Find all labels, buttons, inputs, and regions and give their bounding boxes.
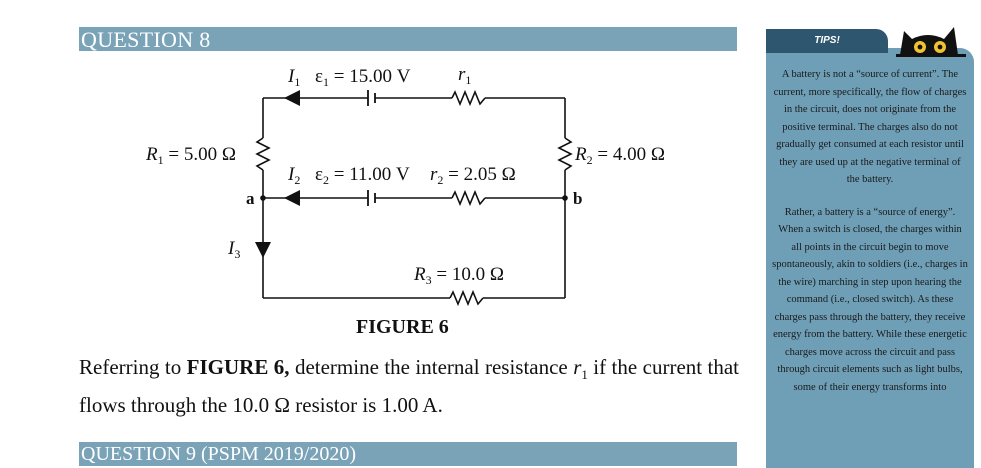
circuit-diagram: I1 ε1 = 15.00 V r1 R1 = 5.00 Ω R2 = 4.00… [145,64,665,307]
question-9-header: QUESTION 9 (PSPM 2019/2020) [79,442,737,466]
label-I2: I2 [287,164,300,187]
label-emf2: ε2 = 11.00 V [315,164,410,187]
resistor-r2 [451,189,486,207]
tips-paragraph-2: Rather, a battery is a “source of energy… [772,206,968,393]
label-I1: I1 [287,66,300,89]
figure-caption: FIGURE 6 [356,316,449,338]
resistor-R2 [557,137,573,171]
resistor-R3 [449,289,484,307]
node-a-dot [260,195,266,201]
label-r1: r1 [458,64,471,87]
arrow-I2 [284,190,300,206]
node-b-dot [562,195,568,201]
label-r2: r2 = 2.05 Ω [430,164,516,187]
arrow-I3 [255,242,271,258]
tips-panel [766,48,974,468]
resistor-R1 [255,137,271,171]
tips-text: A battery is not a “source of current”. … [772,66,968,411]
label-emf1: ε1 = 15.00 V [315,66,411,89]
tips-title: TIPS! [766,29,888,53]
label-node-a: a [246,189,255,208]
question-text: Referring to FIGURE 6, determine the int… [79,355,740,418]
resistor-r1 [451,89,486,107]
label-R3: R3 = 10.0 Ω [413,264,504,287]
tips-paragraph-1: A battery is not a “source of current”. … [773,69,967,185]
cat-icon [896,27,966,57]
question-8-header: QUESTION 8 [79,27,737,52]
arrow-I1 [284,90,300,106]
label-R1: R1 = 5.00 Ω [145,144,236,167]
label-I3: I3 [227,238,240,261]
label-node-b: b [573,189,582,208]
label-R2: R2 = 4.00 Ω [574,144,665,167]
